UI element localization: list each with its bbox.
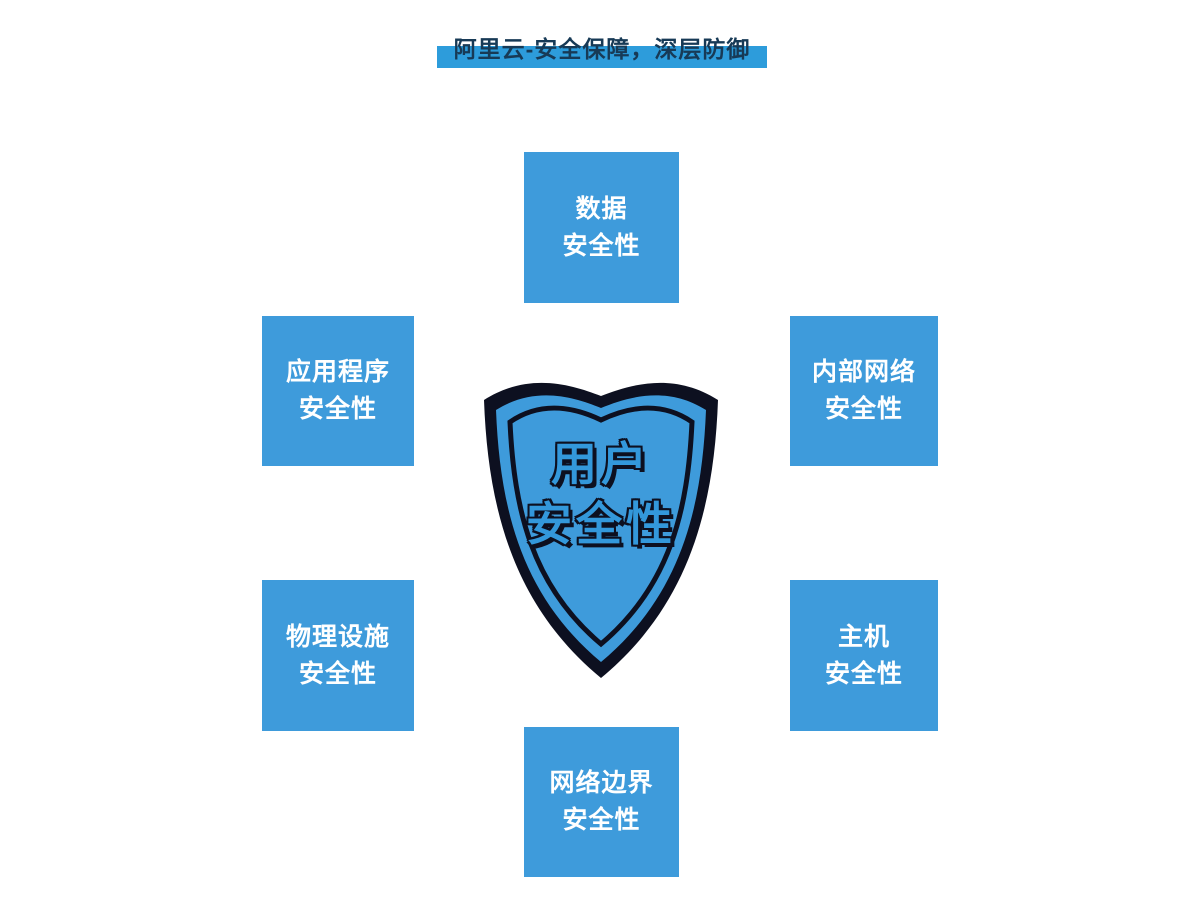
center-shield: 用户 安全性 bbox=[448, 338, 754, 690]
node-host-security: 主机 安全性 bbox=[790, 580, 938, 731]
shield-label: 用户 安全性 bbox=[448, 434, 754, 554]
node-physical-facility-security: 物理设施 安全性 bbox=[262, 580, 414, 731]
page-title: 阿里云-安全保障，深层防御 bbox=[453, 36, 751, 62]
node-label-line1: 应用程序 bbox=[285, 358, 390, 386]
title-highlight-bar bbox=[437, 46, 767, 68]
node-label-line1: 主机 bbox=[837, 622, 890, 651]
node-label-line2: 安全性 bbox=[298, 659, 377, 688]
node-label-line2: 安全性 bbox=[562, 231, 641, 260]
shield-label-line1: 用户 bbox=[551, 438, 651, 490]
node-label-line1: 数据 bbox=[575, 194, 628, 223]
shield-icon bbox=[484, 382, 718, 678]
node-label-line2: 安全性 bbox=[824, 659, 903, 688]
node-label-line1: 物理设施 bbox=[285, 622, 390, 651]
node-label-line1: 内部网络 bbox=[811, 358, 916, 386]
shield-label-line2: 安全性 bbox=[526, 498, 676, 550]
node-application-security: 应用程序 安全性 bbox=[262, 316, 414, 466]
node-label-line2: 安全性 bbox=[824, 395, 903, 423]
node-data-security: 数据 安全性 bbox=[524, 152, 679, 303]
node-network-boundary-security: 网络边界 安全性 bbox=[524, 727, 679, 877]
node-internal-network-security: 内部网络 安全性 bbox=[790, 316, 938, 466]
node-label-line2: 安全性 bbox=[562, 806, 641, 834]
node-label-line2: 安全性 bbox=[298, 395, 377, 423]
node-label-line1: 网络边界 bbox=[549, 769, 654, 797]
